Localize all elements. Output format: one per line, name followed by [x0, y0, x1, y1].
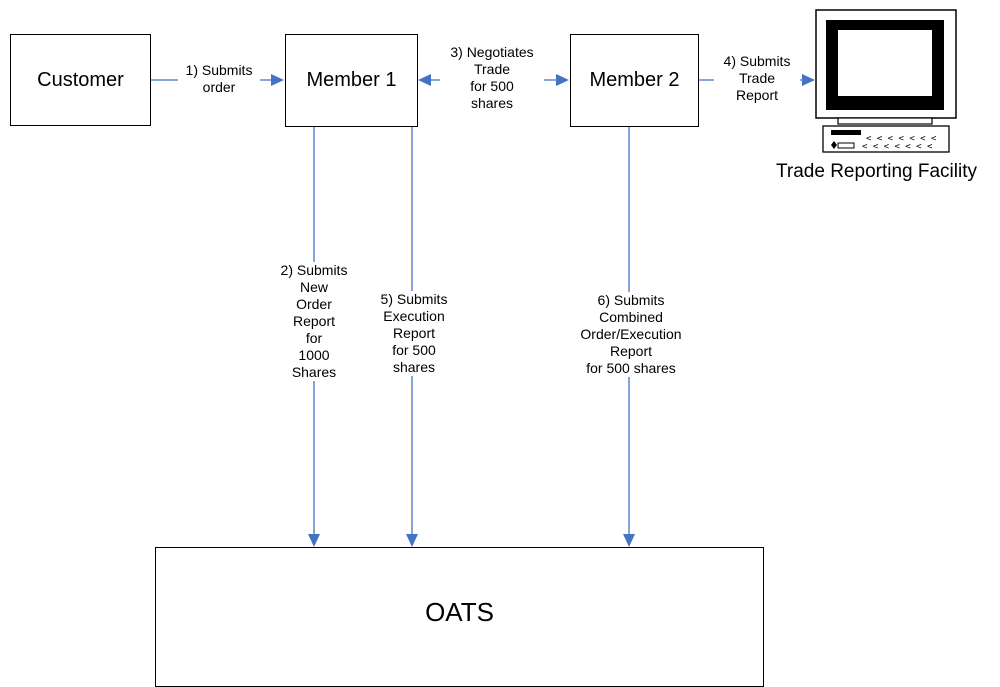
arrowhead-oats-3 — [623, 534, 635, 547]
member1-label: Member 1 — [306, 69, 397, 91]
member2-box: Member 2 — [570, 34, 699, 127]
arrowhead-oats-1 — [308, 534, 320, 547]
edge-label-3: 3) Negotiates Trade for 500 shares — [440, 44, 544, 112]
arrowhead-trf — [802, 74, 815, 86]
customer-label: Customer — [37, 68, 124, 91]
arrowhead-oats-2 — [406, 534, 418, 547]
arrowhead-member1-left — [418, 74, 431, 86]
member1-box: Member 1 — [285, 34, 418, 127]
edge-label-2: 2) Submits New Order Report for 1000 Sha… — [268, 262, 360, 381]
computer-terminal-icon: < < < < < < < < < < < < < < — [815, 9, 957, 153]
trf-caption: Trade Reporting Facility — [776, 161, 977, 182]
arrowhead-member1 — [271, 74, 284, 86]
edge-label-6: 6) Submits Combined Order/Execution Repo… — [570, 292, 692, 377]
oats-label: OATS — [425, 596, 494, 627]
oats-box: OATS — [155, 547, 764, 687]
svg-text:< < < < < < <: < < < < < < < — [862, 142, 933, 152]
customer-box: Customer — [10, 34, 151, 126]
edge-label-4: 4) Submits Trade Report — [714, 53, 800, 104]
arrowhead-member2 — [556, 74, 569, 86]
member2-label: Member 2 — [589, 69, 680, 91]
svg-text:< < < < < < <: < < < < < < < — [866, 134, 937, 144]
edge-label-1: 1) Submits order — [178, 62, 260, 96]
edge-label-5: 5) Submits Execution Report for 500 shar… — [369, 291, 459, 376]
